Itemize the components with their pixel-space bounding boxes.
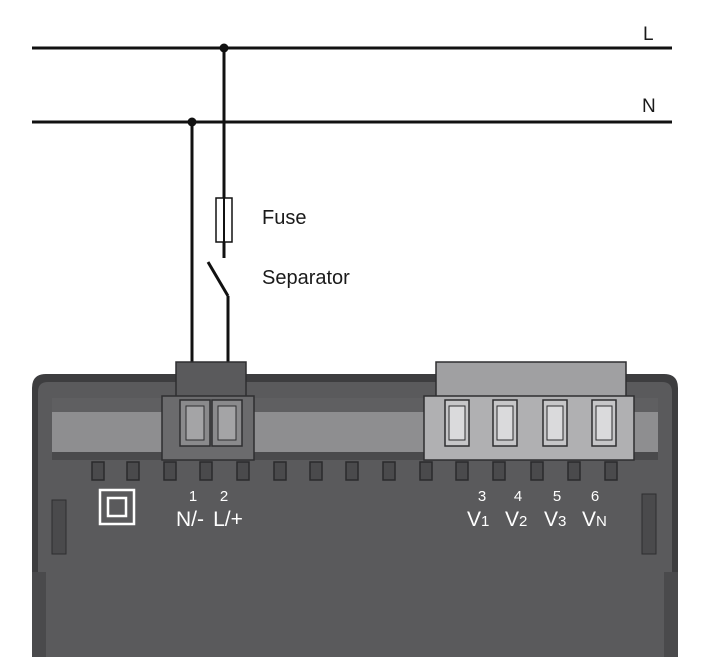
- terminal-label-3-sub: 1: [481, 513, 489, 530]
- supply-terminal-block: [161, 361, 255, 461]
- fuse-label: Fuse: [262, 207, 306, 229]
- terminal-label-3: V1: [467, 508, 489, 531]
- terminal-label-4-main: V: [505, 508, 519, 531]
- double-insulation-icon: [98, 488, 136, 526]
- vent-slot-14: [567, 461, 581, 481]
- separator-symbol: [206, 261, 230, 297]
- terminal-label-2: L/+: [213, 508, 243, 531]
- terminal-number-6: 6: [591, 488, 599, 505]
- line-l-label: L: [643, 24, 654, 45]
- voltage-terminal-screw-3: [448, 405, 466, 441]
- vent-slot-9: [382, 461, 396, 481]
- terminal-label-6: VN: [582, 508, 607, 531]
- terminal-number-4: 4: [514, 488, 522, 505]
- terminal-label-6-main: V: [582, 508, 596, 531]
- separator-label: Separator: [262, 267, 350, 289]
- vent-slot-5: [236, 461, 250, 481]
- terminal-number-5: 5: [553, 488, 561, 505]
- terminal-number-3: 3: [478, 488, 486, 505]
- vent-slot-10: [419, 461, 433, 481]
- terminal-label-3-main: V: [467, 508, 481, 531]
- voltage-terminal-screw-6: [595, 405, 613, 441]
- vent-slot-13: [530, 461, 544, 481]
- voltage-terminal-screws: [444, 399, 617, 447]
- terminal-label-5-main: V: [544, 508, 558, 531]
- voltage-terminal-screw-4: [496, 405, 514, 441]
- voltage-terminal-screw-5: [546, 405, 564, 441]
- vent-slot-15: [604, 461, 618, 481]
- terminal-number-2: 2: [220, 488, 228, 505]
- vent-slot-7: [309, 461, 323, 481]
- terminal-label-1: N/-: [176, 508, 204, 531]
- vent-slots: [91, 461, 618, 481]
- vent-slot-2: [126, 461, 140, 481]
- vent-slot-12: [492, 461, 506, 481]
- terminal-label-5-sub: 3: [558, 513, 566, 530]
- line-n-label: N: [642, 96, 656, 117]
- vent-slot-11: [455, 461, 469, 481]
- vent-slot-3: [163, 461, 177, 481]
- vent-slot-4: [199, 461, 213, 481]
- terminal-label-4: V2: [505, 508, 527, 531]
- vent-slot-8: [345, 461, 359, 481]
- vent-slot-6: [273, 461, 287, 481]
- terminal-label-5: V3: [544, 508, 566, 531]
- terminal-label-6-sub: N: [596, 513, 607, 530]
- terminal-label-4-sub: 2: [519, 513, 527, 530]
- terminal-number-1: 1: [189, 488, 197, 505]
- vent-slot-1: [91, 461, 105, 481]
